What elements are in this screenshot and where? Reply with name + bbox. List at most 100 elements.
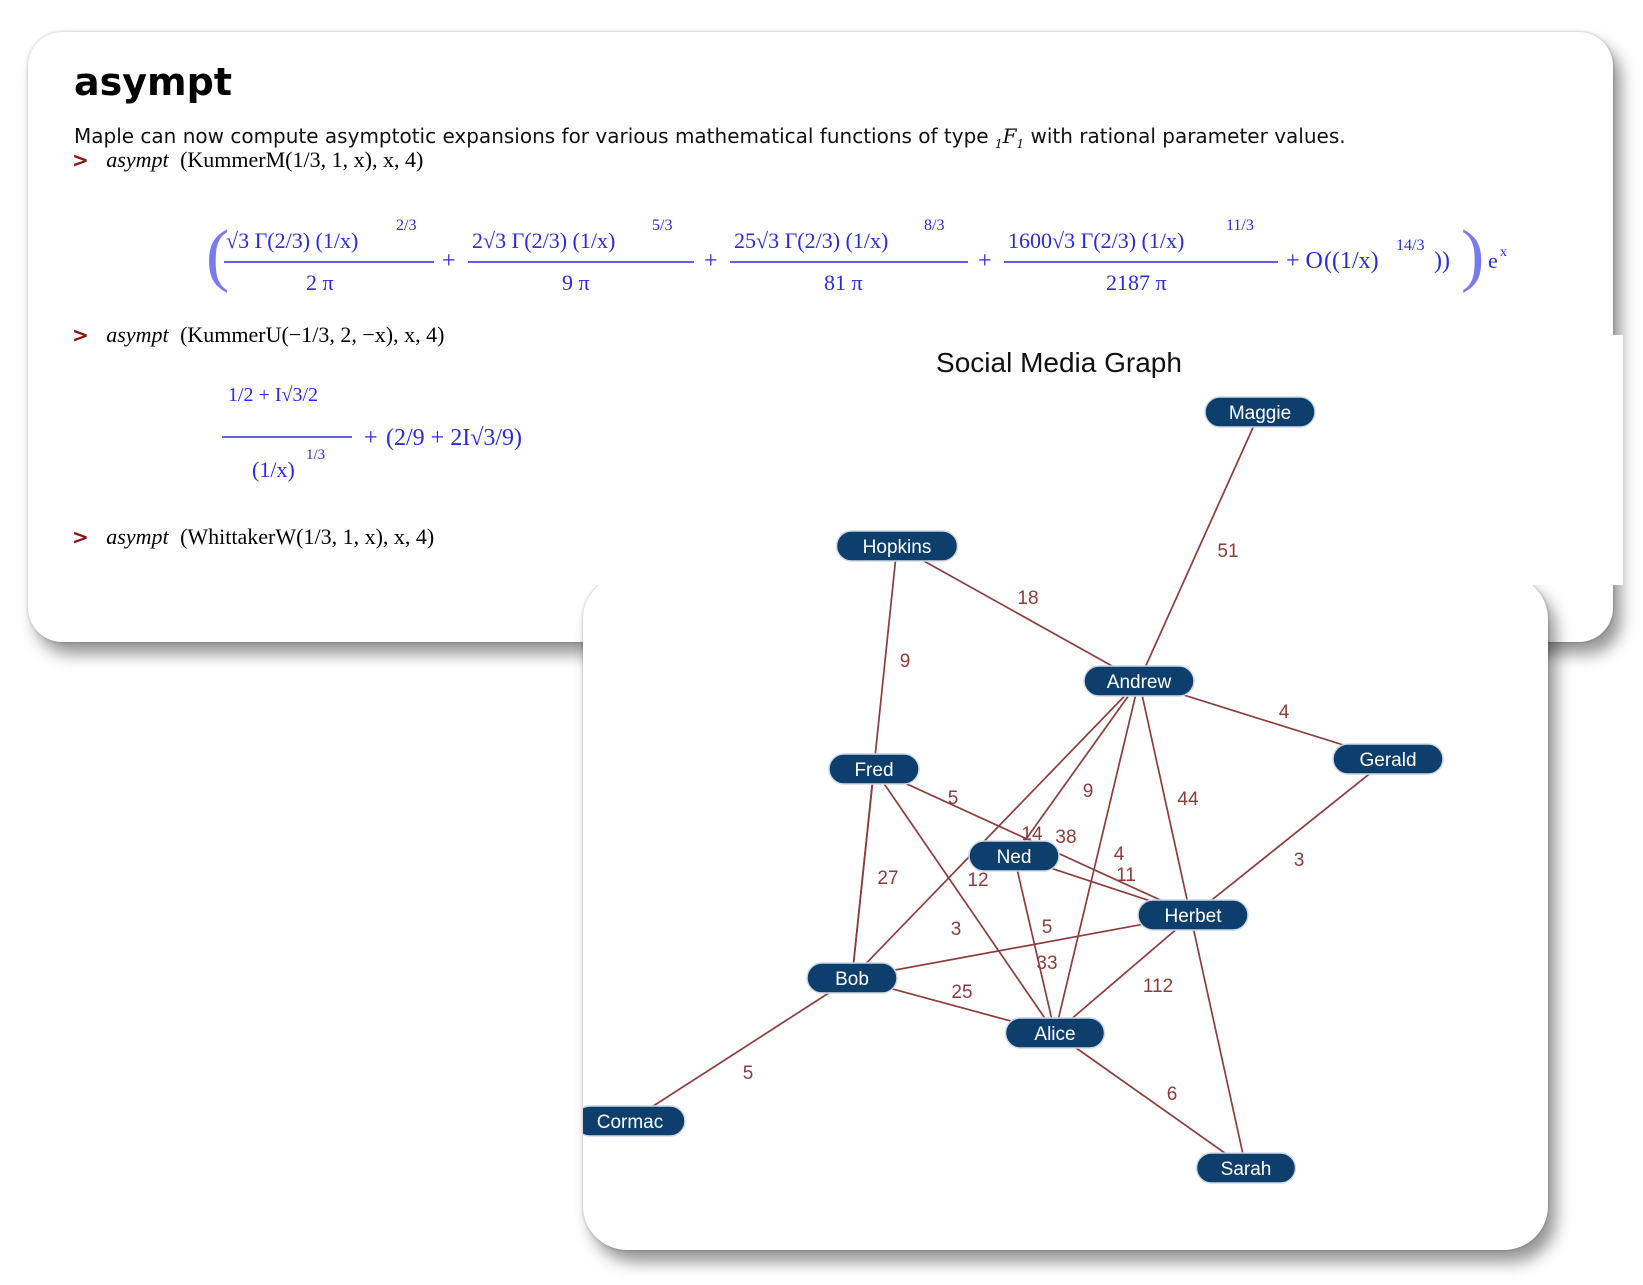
svg-text:)): )) — [1434, 248, 1450, 274]
svg-text:2√3 Γ(2/3) (1/x): 2√3 Γ(2/3) (1/x) — [472, 228, 615, 253]
node-cormac[interactable]: Cormac — [583, 1105, 686, 1137]
node-pill — [1137, 899, 1249, 931]
svg-text:+: + — [364, 425, 378, 451]
edge-weight-label: 44 — [1177, 789, 1199, 810]
node-bob[interactable]: Bob — [806, 962, 898, 994]
node-andrew[interactable]: Andrew — [1083, 665, 1195, 697]
edge-weight-label: 9 — [1083, 781, 1094, 802]
node-pill — [1204, 396, 1316, 428]
edge-weight-label: 3 — [1294, 850, 1305, 871]
edge-andrew-ned — [1013, 680, 1140, 857]
prompt-icon: > — [72, 525, 89, 549]
node-pill — [1004, 1017, 1106, 1049]
node-pill — [968, 840, 1060, 872]
edge-weight-label: 25 — [951, 982, 972, 1003]
output-2-typeset: 1/2 + I√3/2 (1/x) 1/3 + (2/9 + 2I√3/9) — [222, 384, 522, 482]
node-pill — [1332, 743, 1444, 775]
edge-fred-bob — [851, 768, 875, 979]
edge-andrew-alice — [1054, 680, 1140, 1034]
function-type: 1F1 — [994, 124, 1025, 151]
command-args: (KummerU(−1/3, 2, −x), x, 4) — [180, 322, 445, 347]
node-alice[interactable]: Alice — [1004, 1017, 1106, 1049]
command-function: asympt — [106, 524, 169, 549]
edge-weight-label: 112 — [1143, 976, 1173, 997]
graph-edges — [629, 411, 1389, 1169]
graph-panel-top — [583, 335, 1623, 585]
edge-weight-label: 27 — [877, 868, 898, 889]
edge-weight-label: 51 — [1217, 541, 1238, 562]
node-sarah[interactable]: Sarah — [1195, 1152, 1297, 1184]
edge-weight-label: 9 — [900, 651, 911, 672]
edge-weight-label: 12 — [967, 870, 988, 891]
edge-herbet-alice — [1054, 914, 1194, 1034]
edge-bob-cormac — [629, 977, 853, 1122]
svg-text:√3 Γ(2/3) (1/x): √3 Γ(2/3) (1/x) — [226, 228, 358, 253]
edge-maggie-andrew — [1138, 411, 1261, 682]
command-line-3[interactable]: > asympt (WhittakerW(1/3, 1, x), x, 4) — [72, 524, 434, 550]
description-prefix: Maple can now compute asymptotic expansi… — [74, 124, 989, 148]
node-label: Cormac — [597, 1112, 664, 1133]
edge-bob-herbet — [851, 914, 1194, 979]
edge-weight-label: 6 — [1167, 1084, 1178, 1105]
node-label: Alice — [1034, 1024, 1075, 1045]
output-expression-2: 1/2 + I√3/2 (1/x) 1/3 + (2/9 + 2I√3/9) — [218, 377, 578, 514]
description-text: Maple can now compute asymptotic expansi… — [74, 124, 1346, 151]
svg-text:81 π: 81 π — [824, 270, 863, 295]
svg-text:8/3: 8/3 — [924, 217, 944, 234]
node-hopkins[interactable]: Hopkins — [835, 530, 959, 562]
edge-alice-sarah — [1054, 1032, 1247, 1169]
node-label: Maggie — [1229, 403, 1291, 424]
svg-text:(: ( — [206, 217, 229, 294]
edge-weight-label: 14 — [1021, 824, 1043, 845]
svg-text:x: x — [1500, 245, 1507, 260]
prompt-icon: > — [72, 323, 89, 347]
svg-text:1/3: 1/3 — [306, 447, 325, 463]
node-herbet[interactable]: Herbet — [1137, 899, 1249, 931]
svg-text:+ O: + O — [1286, 248, 1323, 274]
edge-weight-label: 11 — [1116, 865, 1136, 886]
svg-text:+: + — [978, 248, 992, 274]
output-1-typeset: ( √3 Γ(2/3) (1/x) 2/3 2 π + 2√3 Γ(2/3) (… — [206, 217, 1507, 295]
graph-title: Social Media Graph — [936, 347, 1182, 378]
command-function: asympt — [106, 147, 169, 172]
node-maggie[interactable]: Maggie — [1204, 396, 1316, 428]
command-line-1[interactable]: > asympt (KummerM(1/3, 1, x), x, 4) — [72, 147, 423, 173]
node-label: Sarah — [1221, 1159, 1272, 1180]
command-line-2[interactable]: > asympt (KummerU(−1/3, 2, −x), x, 4) — [72, 322, 444, 348]
node-pill — [583, 1105, 686, 1137]
node-pill — [1195, 1152, 1297, 1184]
node-gerald[interactable]: Gerald — [1332, 743, 1444, 775]
description-suffix: with rational parameter values. — [1030, 124, 1346, 148]
svg-text:(1/x): (1/x) — [252, 457, 295, 482]
node-fred[interactable]: Fred — [828, 753, 920, 785]
svg-text:5/3: 5/3 — [652, 217, 672, 234]
edge-weight-label: 4 — [1279, 702, 1290, 723]
edge-weight-label: 5 — [948, 788, 959, 809]
edge-gerald-herbet — [1192, 758, 1389, 916]
edge-fred-alice — [873, 768, 1056, 1034]
node-label: Bob — [835, 969, 869, 990]
command-args: (WhittakerW(1/3, 1, x), x, 4) — [180, 524, 435, 549]
node-pill — [806, 962, 898, 994]
graph-panel — [583, 575, 1548, 1250]
node-label: Andrew — [1107, 672, 1172, 693]
edge-weight-label: 5 — [1042, 917, 1053, 938]
node-label: Hopkins — [863, 537, 932, 558]
node-ned[interactable]: Ned — [968, 840, 1060, 872]
svg-text:((1/x): ((1/x) — [1324, 248, 1379, 274]
svg-text:1/2 + I√3/2: 1/2 + I√3/2 — [228, 384, 318, 406]
command-function: asympt — [106, 322, 169, 347]
svg-text:25√3 Γ(2/3) (1/x): 25√3 Γ(2/3) (1/x) — [734, 228, 888, 253]
edge-weight-label: 4 — [1114, 844, 1125, 865]
svg-text:(2/9 + 2I√3/9): (2/9 + 2I√3/9) — [386, 425, 522, 451]
edge-weight-label: 33 — [1036, 953, 1057, 974]
node-label: Ned — [997, 847, 1032, 868]
output-expression-1: ( √3 Γ(2/3) (1/x) 2/3 2 π + 2√3 Γ(2/3) (… — [206, 210, 1546, 317]
edge-andrew-bob — [851, 680, 1140, 979]
node-pill — [1083, 665, 1195, 697]
section-heading: asympt — [74, 60, 232, 104]
edge-weight-label: 5 — [743, 1063, 754, 1084]
svg-text:e: e — [1488, 248, 1498, 273]
